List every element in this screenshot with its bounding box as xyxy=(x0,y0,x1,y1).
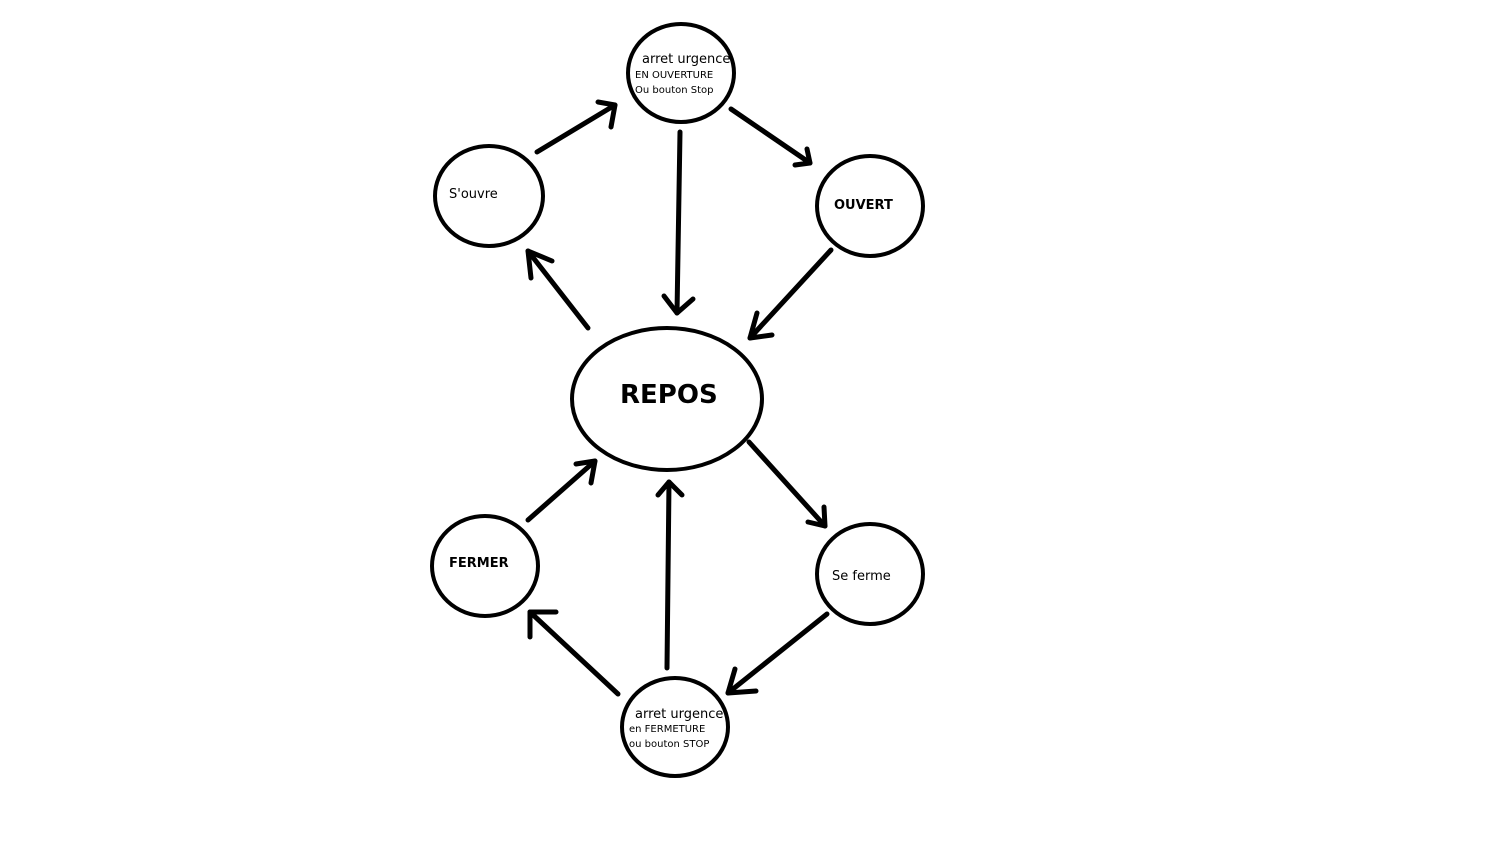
edge-fermer-to-repos xyxy=(525,458,598,523)
edge-souvre-to-arret-ouverture xyxy=(534,99,618,155)
node-arret-fermeture xyxy=(620,676,730,778)
edge-repos-to-seferme xyxy=(746,439,828,529)
edge-arret-ouverture-to-ouvert xyxy=(728,106,813,168)
label-fermer: FERMER xyxy=(449,556,509,571)
edge-arret-fermeture-to-repos xyxy=(655,479,685,671)
node-fermer xyxy=(430,514,540,618)
node-repos xyxy=(570,326,764,472)
edge-arret-fermeture-to-fermer xyxy=(527,609,621,697)
edge-ouvert-to-repos xyxy=(747,247,834,341)
label-arret-fermeture-line2: en FERMETURE xyxy=(629,724,706,735)
node-ouvert xyxy=(815,154,925,258)
label-arret-ouverture-line1: arret urgence xyxy=(642,52,731,67)
label-repos: REPOS xyxy=(620,380,718,410)
label-arret-ouverture-line2: EN OUVERTURE xyxy=(635,70,714,81)
label-arret-fermeture-line3: ou bouton STOP xyxy=(629,739,710,750)
label-arret-fermeture-line1: arret urgence xyxy=(635,707,724,722)
edge-seferme-to-arret-fermeture xyxy=(725,611,830,696)
label-souvre: S'ouvre xyxy=(449,187,498,202)
label-arret-ouverture-line3: Ou bouton Stop xyxy=(635,85,714,96)
edge-arret-ouverture-to-repos xyxy=(661,129,696,316)
node-souvre xyxy=(433,144,545,248)
label-ouvert: OUVERT xyxy=(834,198,893,213)
label-seferme: Se ferme xyxy=(832,569,891,584)
node-arret-ouverture xyxy=(626,22,736,124)
node-seferme xyxy=(815,522,925,626)
edge-repos-to-souvre xyxy=(525,248,591,331)
